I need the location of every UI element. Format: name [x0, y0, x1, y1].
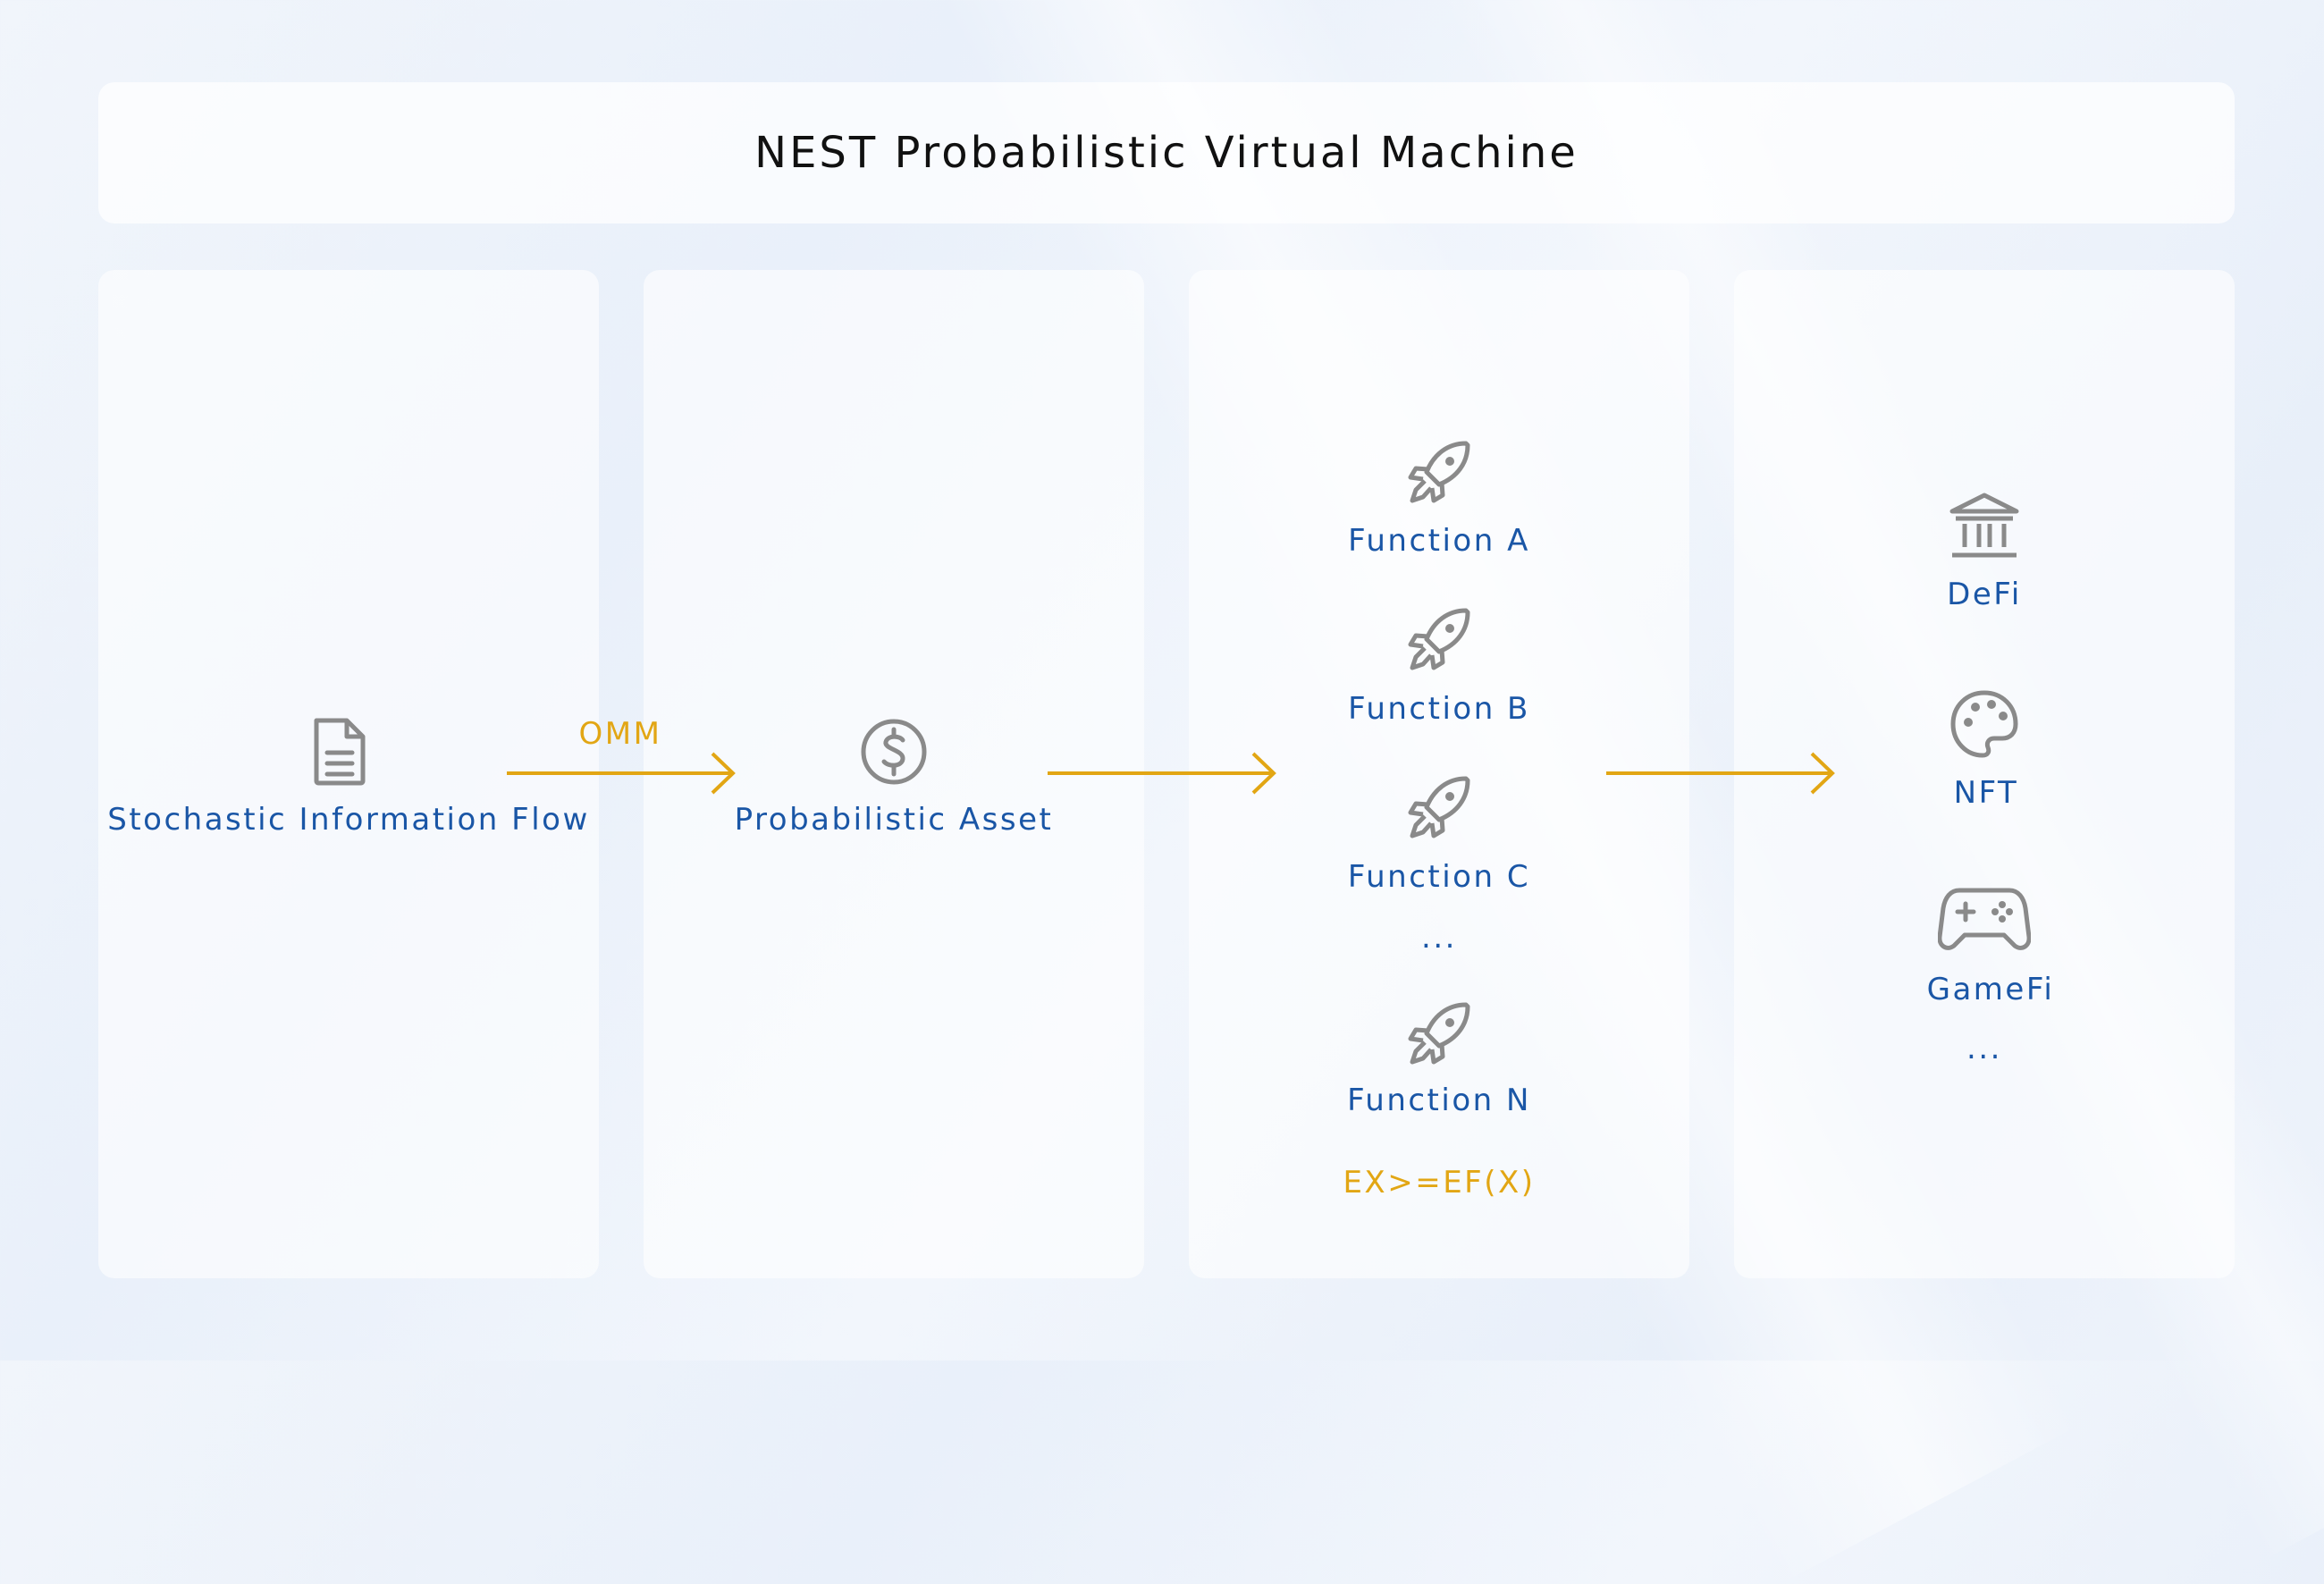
gamepad-icon — [1938, 885, 2031, 953]
applications-ellipsis: ... — [1966, 1031, 2002, 1066]
formula-label: EX>=EF(X) — [1343, 1165, 1536, 1201]
arrow-functions-to-applications — [1606, 752, 1835, 795]
omm-label: OMM — [578, 716, 662, 752]
gamefi-label: GameFi — [1926, 972, 2055, 1007]
bank-icon — [1949, 492, 2020, 560]
function-b-label: Function B — [1348, 691, 1530, 727]
rocket-icon — [1403, 436, 1475, 508]
rocket-icon — [1403, 603, 1475, 675]
arrow-asset-to-functions — [1048, 752, 1276, 795]
defi-label: DeFi — [1947, 577, 2022, 612]
asset-label: Probabilistic Asset — [734, 802, 1054, 838]
function-n-label: Function N — [1347, 1083, 1531, 1118]
title-panel: NEST Probabilistic Virtual Machine — [98, 82, 2235, 223]
arrow-source-to-asset — [507, 752, 736, 795]
function-c-label: Function C — [1347, 859, 1531, 895]
nft-label: NFT — [1953, 775, 2019, 811]
functions-ellipsis: ... — [1421, 920, 1457, 956]
function-a-label: Function A — [1348, 523, 1530, 559]
rocket-icon — [1403, 998, 1475, 1069]
dollar-coin-icon — [860, 718, 928, 786]
source-label: Stochastic Information Flow — [107, 802, 590, 838]
document-icon — [311, 717, 368, 787]
diagram-title: NEST Probabilistic Virtual Machine — [754, 128, 1579, 178]
palette-icon — [1949, 688, 2020, 760]
rocket-icon — [1403, 771, 1475, 843]
